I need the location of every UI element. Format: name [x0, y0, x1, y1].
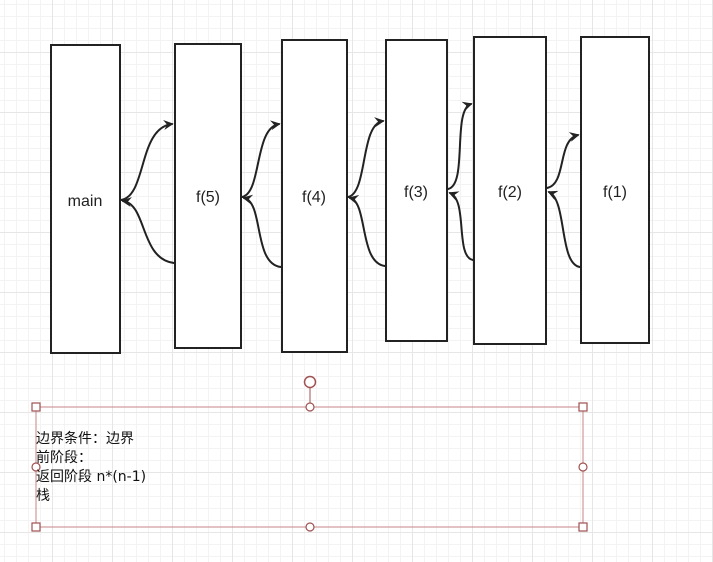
frame-f5-label: f(5) — [196, 189, 220, 206]
call-arrow-f5-to-f4[interactable] — [241, 120, 281, 198]
frame-f1-label: f(1) — [603, 184, 627, 201]
frame-f1-box[interactable] — [580, 36, 650, 344]
frame-main-box[interactable] — [50, 44, 121, 354]
frame-f2-box[interactable] — [473, 36, 547, 345]
note-line-stack: 栈 — [36, 488, 50, 504]
call-arrow-main-to-f5[interactable] — [120, 120, 174, 201]
frame-f3-box[interactable] — [385, 39, 448, 342]
frame-f4[interactable]: f(4) — [281, 39, 348, 353]
note-text-box[interactable]: 边界条件：边界 前阶段： 返回阶段 n*(n-1) 栈 — [36, 430, 576, 506]
return-arrow-f2-to-f3[interactable] — [448, 191, 474, 261]
call-arrow-f4-to-f3[interactable] — [347, 117, 385, 198]
resize-handle-top-left[interactable] — [31, 402, 41, 412]
frame-f2-label: f(2) — [498, 184, 522, 201]
frame-f1[interactable]: f(1) — [580, 36, 650, 344]
resize-handle-bottom-left[interactable] — [31, 522, 41, 532]
resize-handle-bottom[interactable] — [305, 522, 315, 532]
frame-f3-label: f(3) — [404, 184, 428, 201]
frame-f5[interactable]: f(5) — [174, 43, 242, 349]
rotate-handle[interactable] — [303, 375, 317, 389]
frame-main[interactable]: main — [50, 44, 121, 354]
frame-f3[interactable]: f(3) — [385, 39, 448, 342]
call-arrow-f2-to-f1[interactable] — [546, 132, 580, 189]
resize-handle-top[interactable] — [305, 402, 315, 412]
resize-handle-top-right[interactable] — [578, 402, 588, 412]
resize-handle-bottom-right[interactable] — [578, 522, 588, 532]
resize-handle-left[interactable] — [31, 462, 41, 472]
note-line-boundary: 边界条件：边界 — [36, 431, 134, 447]
note-line-forward: 前阶段： — [36, 450, 92, 466]
frame-f4-label: f(4) — [302, 189, 326, 206]
return-arrow-f5-to-main[interactable] — [121, 197, 175, 264]
frame-main-label: main — [68, 193, 103, 210]
resize-handle-right[interactable] — [578, 462, 588, 472]
text-box-selection[interactable] — [31, 375, 588, 532]
call-arrow-f3-to-f2[interactable] — [447, 101, 473, 190]
note-line-return: 返回阶段 n*(n-1) — [36, 469, 147, 485]
frame-f4-box[interactable] — [281, 39, 348, 353]
frame-f2[interactable]: f(2) — [473, 36, 547, 345]
return-arrow-f4-to-f5[interactable] — [242, 194, 282, 268]
return-arrow-f3-to-f4[interactable] — [348, 194, 386, 267]
frame-f5-box[interactable] — [174, 43, 242, 349]
return-arrow-f1-to-f2[interactable] — [547, 190, 581, 268]
